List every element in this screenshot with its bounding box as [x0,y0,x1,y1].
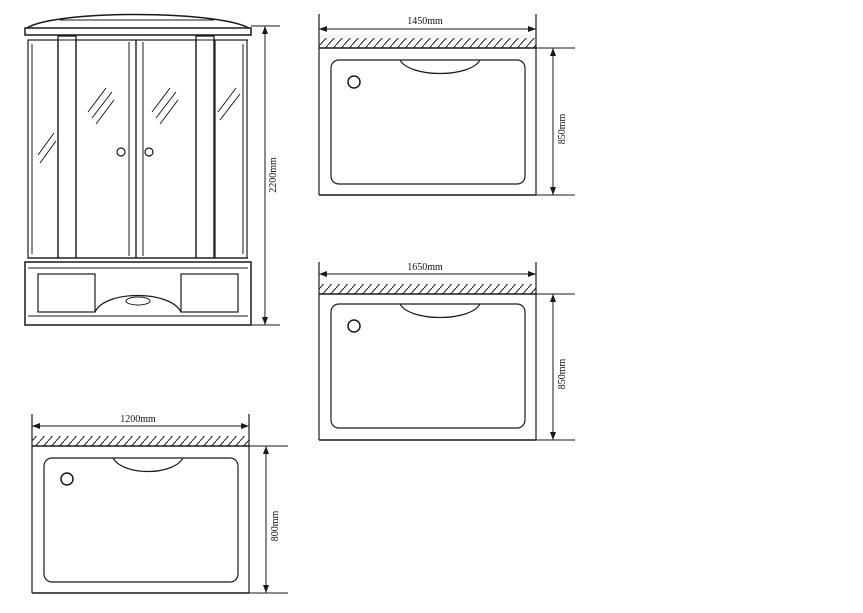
tray-seat-arc [112,457,184,473]
right-door-handle [144,147,154,157]
tray-1200-plan-view: 1200mm 800mm [31,414,288,594]
tray-1200-depth-label: 800mm [270,511,281,542]
tray-basin [330,303,526,429]
cabin-top-cap [24,27,252,36]
cabin-base [24,261,252,326]
tray-seat-arc [399,59,481,74]
tray-1450-depth-label: 850mm [557,114,568,145]
drain-icon [60,472,74,486]
tray-basin [330,59,526,185]
tray-1650-depth-label: 850mm [557,359,568,390]
tray-1650-width-label: 1650mm [407,262,443,273]
tray-1450-width-label: 1450mm [407,16,443,27]
tray-1200-width-label: 1200mm [120,414,156,425]
right-side-panel [214,39,248,259]
drain-icon [347,75,361,89]
drain-icon [347,319,361,333]
right-door [135,39,197,259]
cabin-height-dimension: 2200mm [251,25,280,326]
cabin-roof [26,13,250,29]
base-drain-arch [94,295,182,313]
base-right-panel [180,273,239,313]
tray-1650-plan-view: 1650mm 850mm [318,262,575,441]
shower-cabin-front-view: 2200mm [24,13,280,326]
glass-reflection-marks [37,87,241,164]
wall-hatch [319,38,536,48]
base-left-panel [37,273,96,313]
left-door-handle [116,147,126,157]
wall-hatch [319,284,536,294]
left-pillar [57,35,77,259]
tray-1450-plan-view: 1450mm 850mm [318,14,575,196]
cabin-height-label: 2200mm [268,157,279,193]
tray-basin [43,457,239,583]
right-pillar [195,35,215,259]
left-door [75,39,137,259]
wall-hatch [32,436,249,446]
tray-seat-arc [399,303,481,318]
